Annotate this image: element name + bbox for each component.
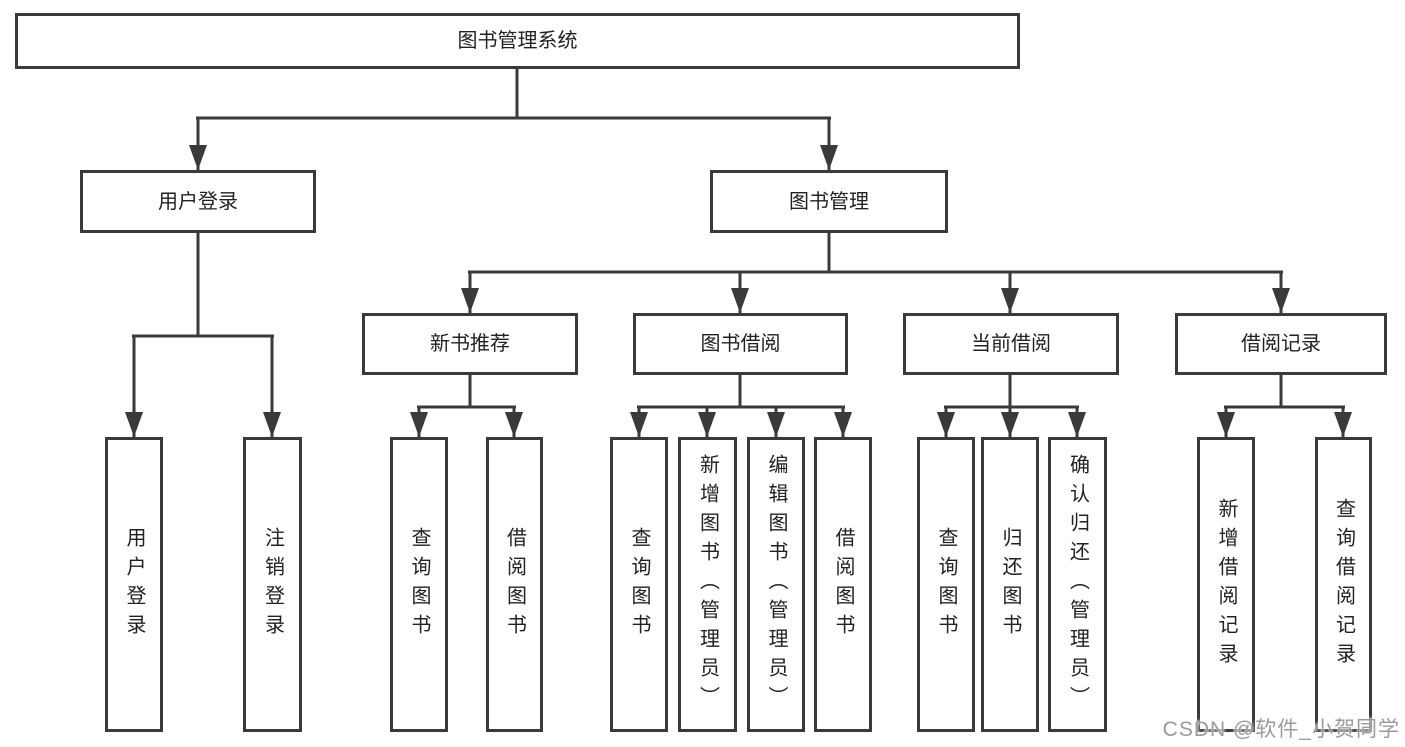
node-login-action: 用户登录 bbox=[105, 437, 163, 732]
tree-edges bbox=[132, 69, 1345, 437]
node-recommend-borrow-books: 借阅图书 bbox=[486, 437, 543, 732]
arrowheads bbox=[125, 145, 1352, 437]
node-records-query-borrow-record: 查询借阅记录 bbox=[1315, 437, 1372, 732]
node-user-login: 用户登录 bbox=[80, 170, 316, 233]
node-borrowing-records: 借阅记录 bbox=[1175, 313, 1387, 375]
node-current-return-books: 归还图书 bbox=[981, 437, 1039, 732]
node-current-borrowing: 当前借阅 bbox=[903, 313, 1119, 375]
node-recommend-query-books: 查询图书 bbox=[390, 437, 448, 732]
node-current-confirm-return-admin: 确认归还（管理员） bbox=[1048, 437, 1107, 732]
csdn-watermark: CSDN @软件_小贺同学 bbox=[1162, 718, 1400, 741]
node-book-borrowing: 图书借阅 bbox=[633, 313, 848, 375]
node-library-system: 图书管理系统 bbox=[15, 13, 1020, 69]
node-records-add-borrow-record: 新增借阅记录 bbox=[1197, 437, 1255, 732]
node-borrowing-add-books-admin: 新增图书（管理员） bbox=[678, 437, 737, 732]
node-book-management: 图书管理 bbox=[710, 170, 948, 233]
node-new-book-recommend: 新书推荐 bbox=[362, 313, 578, 375]
node-logout-action: 注销登录 bbox=[243, 437, 302, 732]
node-current-query-books: 查询图书 bbox=[917, 437, 975, 732]
node-borrowing-borrow-books: 借阅图书 bbox=[814, 437, 872, 732]
node-borrowing-query-books: 查询图书 bbox=[610, 437, 668, 732]
node-borrowing-edit-books-admin: 编辑图书（管理员） bbox=[747, 437, 805, 732]
